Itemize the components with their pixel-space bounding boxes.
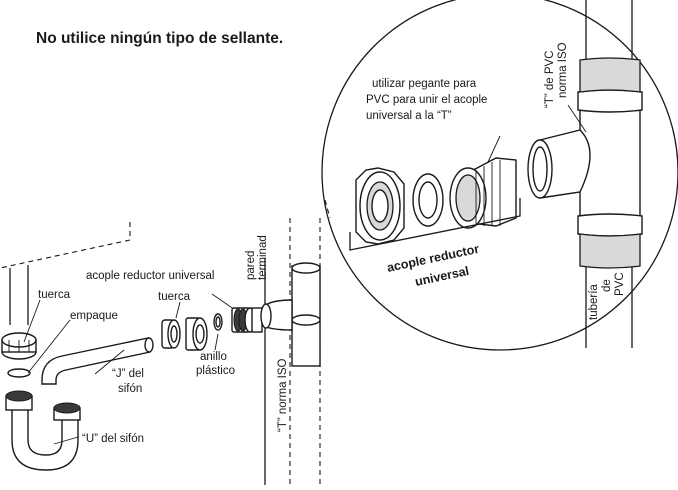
small-reducer	[231, 307, 263, 333]
drain-tailpiece	[9, 265, 29, 325]
label-plastic-ring: anillo plástico	[196, 351, 235, 377]
svg-text:utilizar pegante para: utilizar pegante para	[372, 78, 477, 90]
label-nut: tuerca	[38, 289, 71, 301]
svg-text:“J” del: “J” del	[112, 368, 144, 380]
detail-view	[321, 0, 678, 351]
svg-text:sifón: sifón	[118, 383, 142, 395]
svg-text:norma ISO: norma ISO	[557, 42, 569, 98]
svg-text:de: de	[601, 279, 613, 292]
warning-text: No utilice ningún tipo de sellante.	[36, 30, 283, 47]
label-nut-small: tuerca	[158, 291, 191, 303]
svg-text:“T” de PVC: “T” de PVC	[544, 50, 556, 108]
gasket-ring	[7, 368, 31, 378]
label-glue-note: utilizar pegante para PVC para unir el a…	[366, 78, 487, 122]
label-u-trap: “U” del sifón	[82, 433, 144, 445]
detail-reducer	[449, 157, 517, 229]
j-trap	[41, 337, 154, 385]
sink-outline	[0, 222, 131, 269]
small-nut	[161, 319, 181, 349]
label-tee-detail: “T” de PVC norma ISO	[544, 42, 569, 108]
label-reducer-small: acople reductor universal	[86, 270, 215, 282]
label-gasket: empaque	[70, 310, 118, 322]
detail-universal-nut	[355, 167, 405, 245]
detail-bracket	[349, 198, 521, 251]
detail-connector	[324, 199, 331, 219]
label-reducer-detail: acople reductor universal	[386, 242, 481, 289]
small-tee	[260, 262, 321, 367]
label-tee-small: “T” norma ISO	[277, 358, 289, 432]
svg-text:universal a la “T”: universal a la “T”	[366, 110, 452, 122]
svg-text:pared: pared	[245, 251, 257, 280]
plastic-ring	[213, 313, 223, 331]
svg-text:PVC: PVC	[614, 272, 626, 296]
tailpiece-nut	[1, 332, 37, 360]
svg-text:terminad: terminad	[257, 235, 269, 280]
svg-text:PVC para unir el acople: PVC para unir el acople	[366, 94, 487, 106]
tee-leader	[567, 104, 587, 133]
svg-text:anillo: anillo	[200, 351, 227, 363]
glue-leader	[487, 135, 501, 163]
svg-text:plástico: plástico	[196, 365, 235, 377]
detail-ring	[412, 173, 444, 227]
universal-nut	[185, 317, 208, 351]
finished-wall	[264, 218, 321, 485]
label-j-trap: “J” del sifón	[112, 368, 144, 395]
u-trap	[5, 390, 81, 471]
label-pvc-pipe: tubería de PVC	[588, 272, 626, 320]
svg-text:tubería: tubería	[588, 284, 600, 320]
label-wall: pared terminad	[245, 235, 269, 280]
svg-text:tuerca: tuerca	[38, 289, 71, 301]
